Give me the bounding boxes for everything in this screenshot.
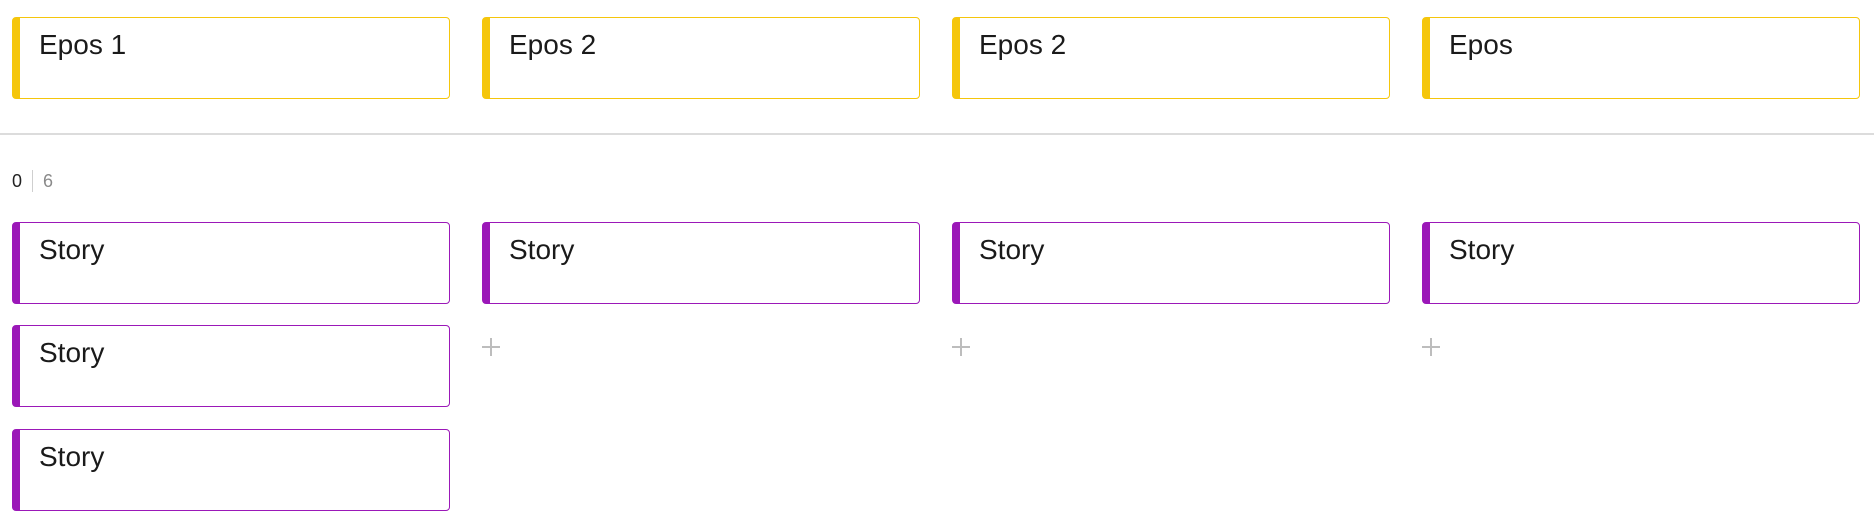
story-title: Story bbox=[1449, 234, 1515, 265]
story-card[interactable]: Story bbox=[482, 222, 920, 304]
epic-card[interactable]: Epos 2 bbox=[952, 17, 1390, 99]
row-divider bbox=[0, 133, 1874, 135]
epic-card[interactable]: Epos 2 bbox=[482, 17, 920, 99]
story-title: Story bbox=[509, 234, 575, 265]
story-card[interactable]: Story bbox=[12, 325, 450, 407]
story-title: Story bbox=[39, 234, 105, 265]
done-count: 0 bbox=[12, 170, 23, 191]
epic-card[interactable]: Epos 1 bbox=[12, 17, 450, 99]
release-counter: 0 6 bbox=[12, 170, 53, 192]
add-story-plus-icon[interactable] bbox=[948, 334, 974, 360]
epic-title: Epos 1 bbox=[39, 29, 127, 60]
add-story-plus-icon[interactable] bbox=[478, 334, 504, 360]
total-count: 6 bbox=[43, 170, 54, 191]
counter-separator bbox=[32, 170, 34, 192]
story-card[interactable]: Story bbox=[1422, 222, 1860, 304]
epic-card[interactable]: Epos bbox=[1422, 17, 1860, 99]
story-title: Story bbox=[39, 441, 105, 472]
story-title: Story bbox=[979, 234, 1045, 265]
epic-title: Epos 2 bbox=[509, 29, 597, 60]
story-card[interactable]: Story bbox=[12, 429, 450, 511]
add-story-plus-icon[interactable] bbox=[1418, 334, 1444, 360]
epic-title: Epos bbox=[1449, 29, 1513, 60]
epic-title: Epos 2 bbox=[979, 29, 1067, 60]
story-card[interactable]: Story bbox=[12, 222, 450, 304]
story-card[interactable]: Story bbox=[952, 222, 1390, 304]
story-title: Story bbox=[39, 337, 105, 368]
